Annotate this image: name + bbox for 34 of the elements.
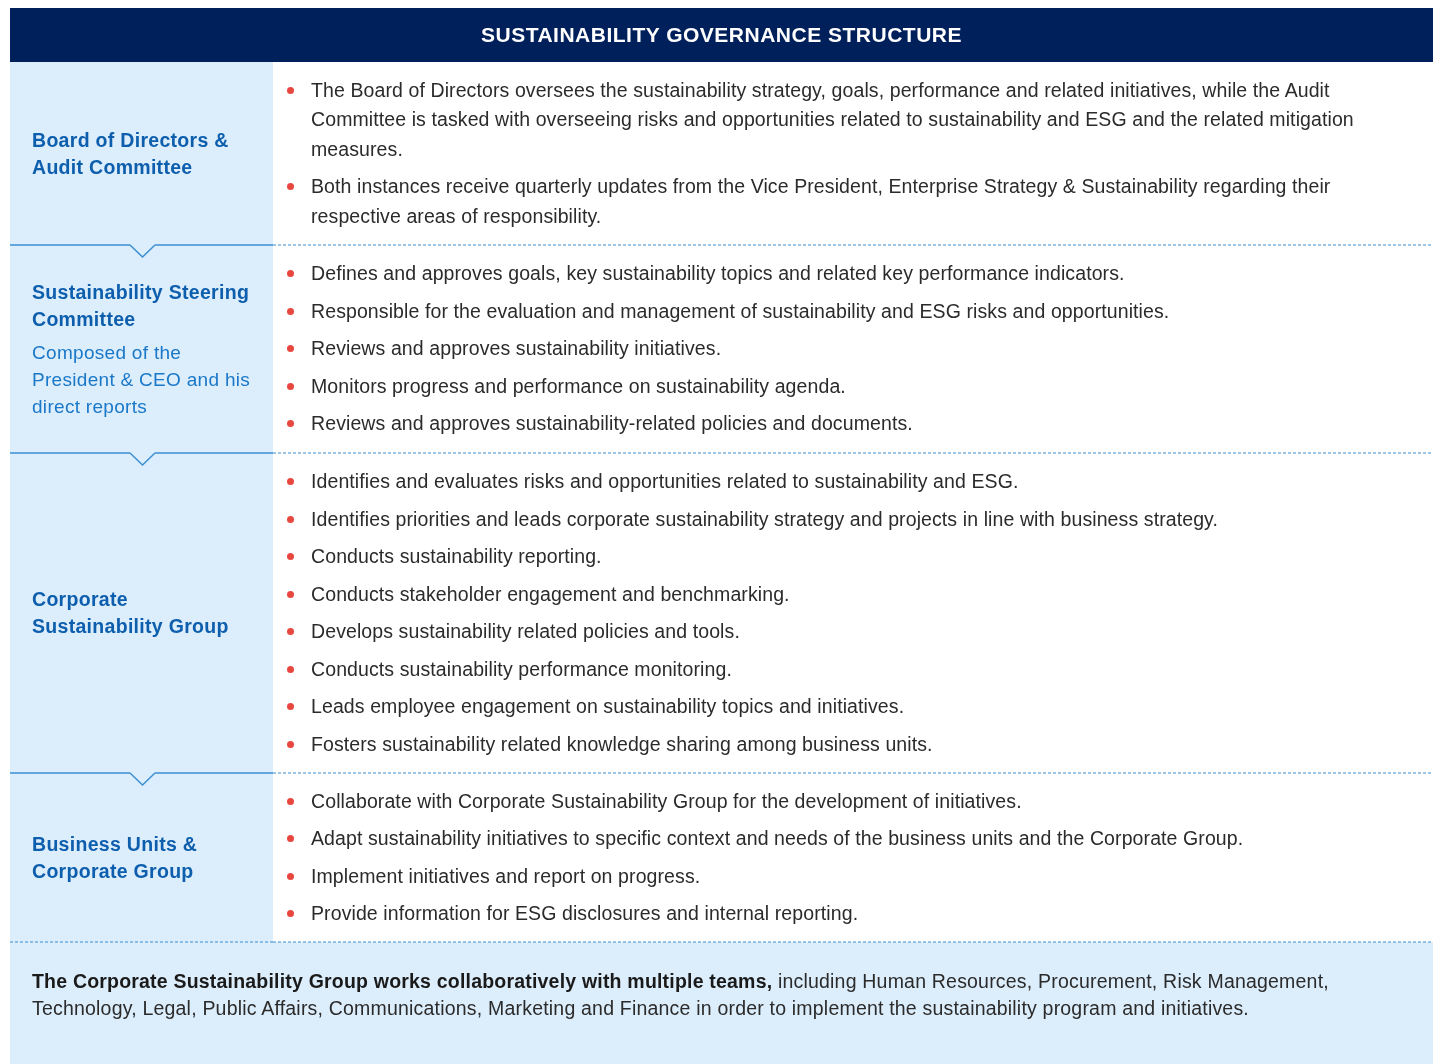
title-bar: SUSTAINABILITY GOVERNANCE STRUCTURE	[10, 8, 1433, 62]
bullet-text: Identifies and evaluates risks and opportunities related to sustainability and ESG.	[311, 470, 1019, 492]
row-heading: Sustainability Steering Committee	[32, 279, 251, 332]
bullet-text: Adapt sustainability initiatives to specific context and needs of the business units and the Corporate Group.	[311, 827, 1244, 849]
bullet-text: Reviews and approves sustainability-related policies and documents.	[311, 412, 913, 435]
bullet-text: Conducts stakeholder engagement and benchmarking.	[311, 582, 790, 605]
bullet-text: The Board of Directors oversees the sustainability strategy, goals, performance and related initiatives, while the Audit Committee is tasked with overseeing risks and opportunities related to sustainability and ESG and the related mitigation measures.	[311, 78, 1354, 160]
bullet-text: Conducts sustainability performance monitoring.	[311, 657, 732, 680]
note-text: The Corporate Sustainability Group works collaboratively with multiple teams, including Human Resources, Procurement, Risk Management, Technology, Legal, Public Affairs, Communications, Marketing and Finance in order to implement the sustainability program and initiatives.	[32, 969, 1330, 1021]
bullet-text: Implement initiatives and report on progress.	[311, 864, 701, 887]
row-heading: Corporate Sustainability Group	[32, 587, 230, 639]
bullet-text: Leads employee engagement on sustainability topics and initiatives.	[311, 695, 905, 717]
bullet-text: Both instances receive quarterly updates from the Vice President, Enterprise Strategy & Sustainability regarding their respective areas of responsibility.	[311, 175, 1331, 227]
bullet-text: Provide information for ESG disclosures and internal reporting.	[311, 902, 859, 924]
chevron-arrow	[129, 452, 156, 467]
bullet-text: Conducts sustainability reporting.	[311, 545, 602, 567]
bullet-text: Fosters sustainability related knowledge sharing among business units.	[311, 732, 933, 755]
row-note: Composed of the President & CEO and his direct reports	[32, 340, 252, 419]
chevron-arrow	[129, 772, 156, 787]
bullet-text: Reviews and approves sustainability initiatives.	[311, 337, 722, 360]
chevron-arrow	[129, 244, 156, 259]
role-cell	[10, 453, 273, 773]
row-heading: Board of Directors & Audit Committee	[32, 127, 230, 180]
row-heading: Business Units & Corporate Group	[32, 831, 199, 884]
bullet-text: Identifies priorities and leads corporate sustainability strategy and projects in line with business strategy.	[311, 507, 1219, 530]
role-cell	[10, 62, 273, 245]
bullet-text: Monitors progress and performance on sustainability agenda.	[311, 374, 846, 397]
role-cell	[10, 245, 273, 453]
role-cell	[10, 773, 273, 942]
bullet-text: Defines and approves goals, key sustainability topics and related key performance indicators.	[311, 262, 1125, 285]
bullet-text: Collaborate with Corporate Sustainability Group for the development of initiatives.	[311, 789, 1022, 812]
note-panel	[10, 942, 1433, 1064]
bullet-text: Develops sustainability related policies and tools.	[311, 620, 740, 642]
bullet-text: Responsible for the evaluation and management of sustainability and ESG risks and opportunities.	[311, 299, 1170, 322]
